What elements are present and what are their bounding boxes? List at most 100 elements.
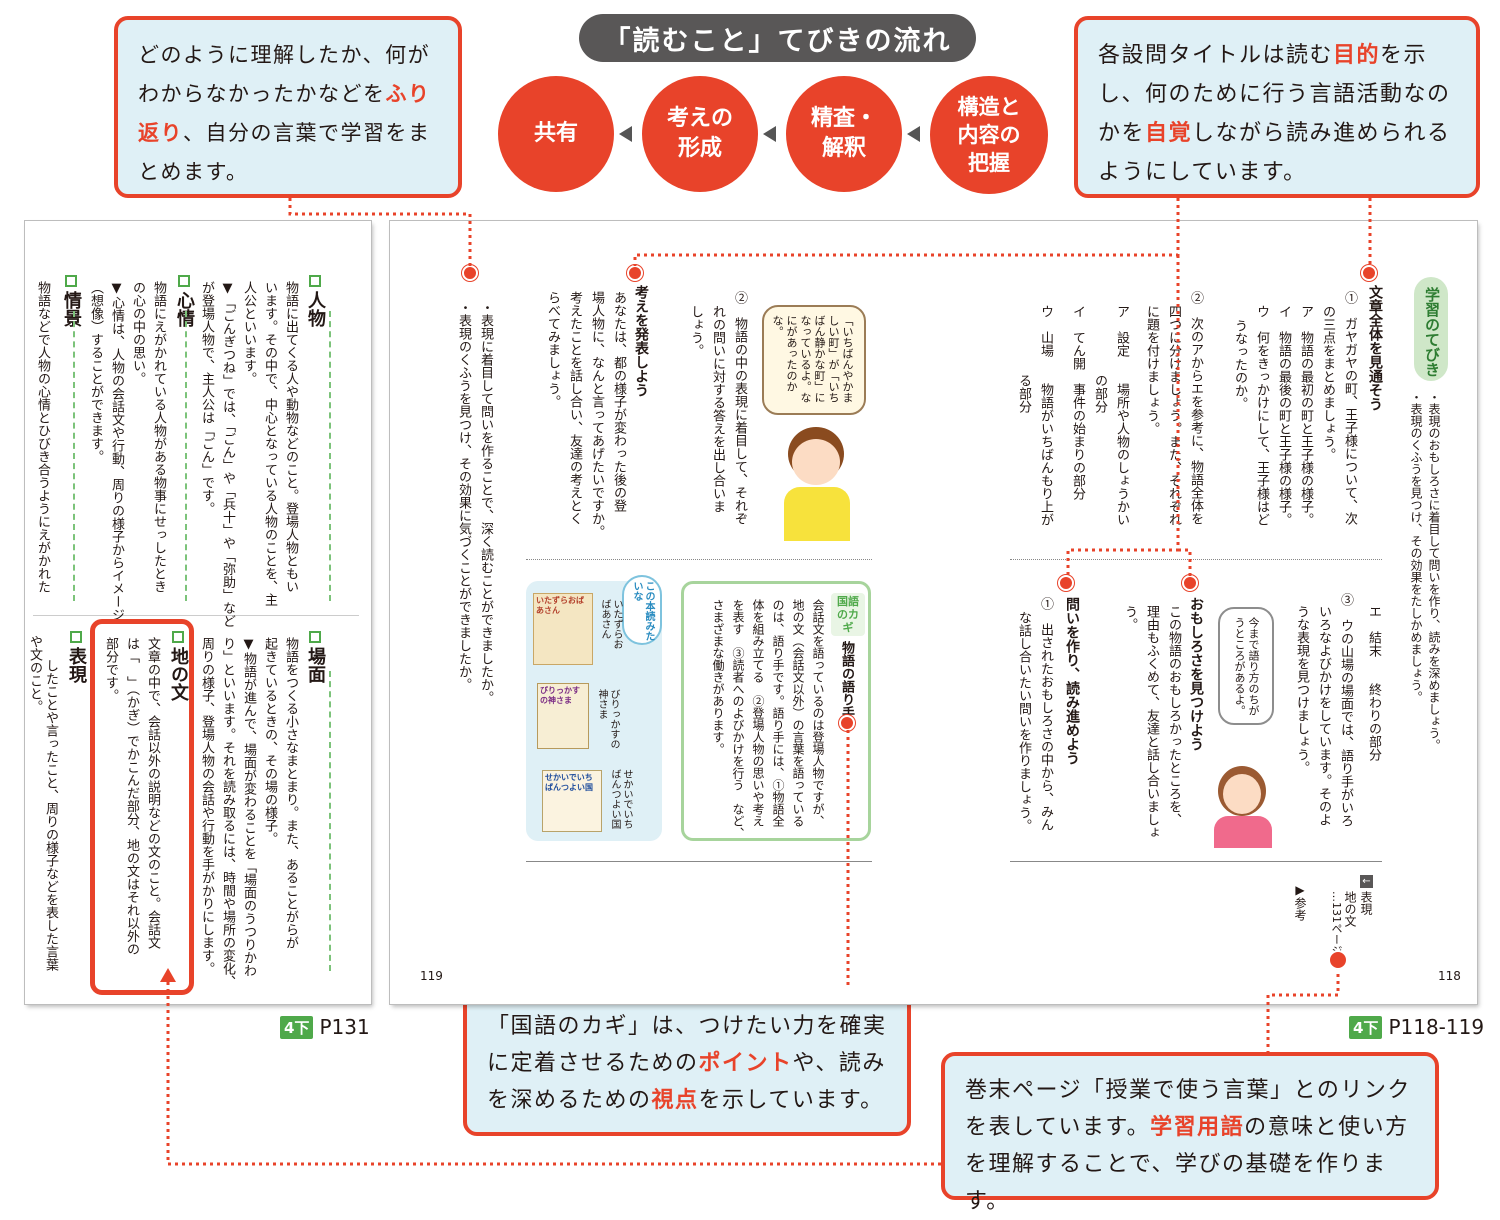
kagi-label: 国語のカギ — [831, 593, 865, 636]
term-jinbutsu: 人物 — [302, 275, 328, 327]
term-example: り」といいます。それを読み取るには、時間や場所の変化、 — [220, 637, 235, 988]
section-divider — [526, 559, 872, 560]
callout-text: の意味と使い方を理解することで、学びの基礎を作ります。 — [965, 1115, 1409, 1214]
kagi-text: 体を組み立てる ②登場人物の思いや考え — [751, 599, 765, 827]
section-text: エ 結末 終わりの部分 — [1366, 605, 1381, 761]
page-ref-label: P118-119 — [1388, 1015, 1485, 1039]
goal-line: ・表現のくふうを見つけ、その効果をたしかめましょう。 — [1409, 391, 1423, 703]
section-text: ② 物語の中の表現に着目して、それぞ — [732, 291, 747, 525]
section-text: ア 設定 場所や人物のしょうかい — [1114, 305, 1129, 526]
marker-dot — [627, 265, 643, 281]
section-text: に題を付けましょう。 — [1144, 305, 1159, 435]
marker-dot — [1182, 575, 1198, 591]
page-number-119: 119 — [420, 969, 443, 983]
term-box-icon — [70, 631, 82, 643]
book-caption: いたずらおばあさん — [599, 599, 622, 649]
marker-dot — [839, 715, 855, 731]
marker-dot — [462, 265, 478, 281]
term-box-icon — [309, 631, 321, 643]
page-number-118: 118 — [1438, 969, 1461, 983]
callout-text: 巻末ページ「授業で使う言葉」とのリンクを表しています。 — [965, 1078, 1411, 1140]
page-118-119: 学習のてびき ・表現のおもしろさに着目して問いを作り、読みを深めましょう。 ・表… — [390, 221, 1477, 1004]
book-recommend-badge — [622, 575, 662, 645]
term-box-icon — [178, 275, 190, 287]
term-example: （想像）することができます。 — [88, 281, 103, 463]
flow-arrow — [763, 126, 776, 142]
boy-speech-text: 「いちばんやかましい町」が「いちばん静かな町」になっているよ。なにがあったのかな… — [771, 315, 854, 403]
section-text: イ 物語の最後の町と王子様の様子。 — [1276, 305, 1291, 526]
ref-term: 地の文 — [1343, 891, 1357, 927]
term-example: 周りの様子、登場人物の会話や行動を手がかりにします。 — [199, 637, 214, 975]
jinobun-highlight-frame — [90, 619, 194, 995]
section-title: 文章全体を見通そう — [1367, 285, 1383, 411]
flow-arrow — [619, 126, 632, 142]
term-text: 人公といいます。 — [241, 281, 256, 385]
callout-text: しながら読み進められるようにしています。 — [1098, 121, 1451, 185]
flow-step-examine: 精査・ 解釈 — [786, 76, 902, 192]
section-divider — [33, 615, 359, 616]
term-shinjo: 心情 — [171, 275, 197, 327]
girl-speech-text: 今まで語り方のちがうところがあるよ。 — [1233, 617, 1260, 716]
section-text: ③ ウの山場の場面では、語り手がいろ — [1338, 593, 1353, 827]
section-text: の三点をまとめましょう。 — [1320, 305, 1335, 461]
divider-line — [329, 311, 331, 601]
term-basho: 場面 — [302, 631, 328, 683]
callout-highlight: 目的 — [1333, 43, 1381, 68]
kagi-text: のは、語り手です。語り手には、①物語全 — [771, 599, 785, 827]
marker-dot — [1361, 265, 1377, 281]
callout-text: を示し、何のために行う言語活動なのかを — [1098, 43, 1451, 146]
term-example: ▼物語が進んで、場面が変わることを「場面のうつりかわ — [241, 637, 256, 977]
flow-arrow — [907, 126, 920, 142]
term-text: は「 」（かぎ）でかこんだ部分、地の文はそれ以外の — [124, 637, 139, 956]
page-ref-label: P131 — [319, 1015, 370, 1039]
section-text: ウ 何をきっかけにして、王子様はど — [1254, 305, 1269, 526]
term-text: 物語に出てくる人や動物などのこと。登場人物ともい — [283, 281, 298, 593]
section-text: らべてみましょう。 — [545, 291, 560, 408]
callout-highlight: 自覚 — [1145, 121, 1193, 146]
section-text: う。 — [1122, 605, 1137, 631]
section-text: 四つに分けましょう。また、それぞれ — [1166, 305, 1181, 526]
callout-text: 、自分の言葉で学習をまとめます。 — [138, 121, 431, 184]
term-text: したことや言ったこと、周りの様子などを表した言葉 — [43, 659, 58, 971]
term-jinobun: 地の文 — [165, 631, 191, 701]
page-131: 人物 物語に出てくる人や動物などのこと。登場人物ともい 物語に出てくる人や動物な… — [25, 221, 371, 1004]
section-text: うな表現を見つけましょう。 — [1294, 605, 1309, 774]
section-text: 考えたことを話し合い、友達の考えとく — [567, 291, 582, 525]
section-text: ② 次のアからエを参考に、物語全体を — [1188, 291, 1203, 525]
term-text: 起きているときの、その場の様子。 — [262, 637, 277, 845]
section-text: あなたは、都の様子が変わった後の登 — [611, 291, 626, 512]
term-example: ▼「ごんぎつね」では、「ごん」や「兵十」や「弥助」など — [220, 281, 235, 628]
section-title: 問いを作り、読み進めよう — [1064, 597, 1080, 765]
divider-line — [329, 671, 331, 971]
flow-step-form: 考えの 形成 — [642, 76, 758, 192]
divider-line — [185, 311, 187, 601]
term-box-icon — [172, 631, 184, 643]
marker-dot — [1058, 575, 1074, 591]
term-text: います。その中で、中心となっている人物のことを、主 — [262, 281, 277, 606]
boy-illustration — [776, 427, 858, 541]
callout-highlight: 視点 — [651, 1088, 699, 1113]
kagi-text: 地の文（会話文以外）の言葉を語っている — [791, 599, 805, 827]
girl-speech-bubble — [1218, 607, 1274, 725]
term-text: 物語をつくる小さなまとまり。また、あることがらが — [283, 637, 298, 949]
section-divider — [1010, 559, 1382, 560]
term-example: ▼心情は、人物の会話文や行動、周りの様子からイメージ — [109, 281, 124, 621]
callout-highlight: ポイント — [698, 1051, 793, 1076]
section-text: この物語のおもしろかったところを、 — [1166, 605, 1181, 826]
term-text: 文章の中で、会話以外の説明などの文のこと。会話文 — [145, 637, 160, 949]
ref-term: 表現 — [1359, 891, 1373, 915]
book-caption: びりっかすの神さま — [596, 689, 619, 749]
section-text: 理由もふくめて、友達と話し合いましょ — [1144, 605, 1159, 839]
flow-step-structure: 構造と 内容の 把握 — [930, 76, 1048, 194]
tebiki-label — [1414, 277, 1448, 381]
section-text: ア 物語の最初の町と王子様の様子。 — [1298, 305, 1313, 526]
kagi-title: 物語の語り手 — [839, 641, 854, 719]
section-text: ① 出されたおもしろさの中から、みん — [1038, 597, 1053, 831]
book-cover: せかいでいちばんつよい国 — [542, 770, 602, 832]
callout-highlight: ふり返り — [138, 82, 431, 145]
section-divider — [526, 861, 872, 862]
term-box-icon — [309, 275, 321, 287]
section-text: 場人物に、なんと言ってあげたいですか。 — [589, 291, 604, 538]
